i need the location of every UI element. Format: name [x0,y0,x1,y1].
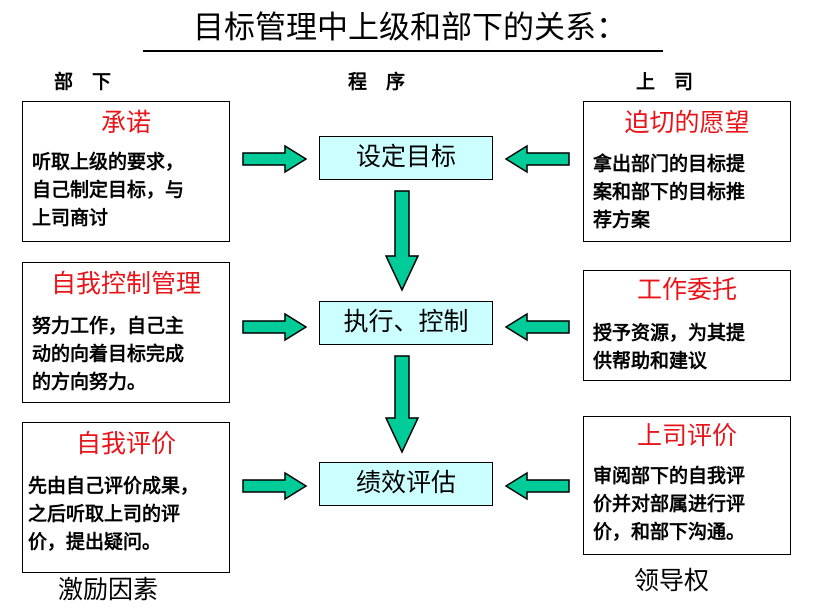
body-line: 供帮助和建议 [593,350,708,372]
right-box-body: 授予资源，为其提 供帮助和建议 [593,319,784,375]
body-line: 先由自己评价成果， [28,475,200,497]
arrow-left-icon [504,312,570,342]
body-line: 听取上级的要求， [32,151,185,173]
step-performance-evaluation: 绩效评估 [319,462,493,506]
right-box-delegation: 工作委托 授予资源，为其提 供帮助和建议 [583,270,791,381]
header-procedure: 程 序 [348,71,406,93]
arrow-left-icon [504,144,570,174]
body-line: 努力工作，自己主 [32,315,185,337]
arrow-down-icon [384,190,420,292]
left-box-self-control: 自我控制管理 努力工作，自己主 动的向着目标完成 的方向努力。 [22,262,230,403]
body-line: 上司商讨 [32,207,109,229]
left-box-title: 承诺 [100,108,151,137]
body-line: 价，和部下沟通。 [593,521,746,543]
body-line: 案和部下的目标推 [593,181,746,203]
title-underline [143,50,663,52]
right-box-body: 拿出部门的目标提 案和部下的目标推 荐方案 [593,150,784,234]
page-title: 目标管理中上级和部下的关系： [193,10,627,46]
right-box-title: 上司评价 [636,421,737,450]
body-line: 价并对部属进行评 [593,493,746,515]
body-line: 的方向努力。 [32,371,147,393]
body-line: 之后听取上司的评 [28,503,181,525]
footer-motivation: 激励因素 [58,575,159,604]
body-line: 动的向着目标完成 [32,343,185,365]
body-line: 授予资源，为其提 [593,322,746,344]
body-line: 荐方案 [593,209,651,231]
right-box-title: 迫切的愿望 [624,108,750,137]
arrow-right-icon [242,144,308,174]
header-superior: 上 司 [636,71,694,93]
right-box-desire: 迫切的愿望 拿出部门的目标提 案和部下的目标推 荐方案 [583,101,791,242]
right-box-title: 工作委托 [636,275,737,304]
body-line: 拿出部门的目标提 [593,153,746,175]
step-set-goals: 设定目标 [319,136,493,180]
right-box-evaluation: 上司评价 审阅部下的自我评 价并对部属进行评 价，和部下沟通。 [583,416,791,555]
body-line: 价，提出疑问。 [28,531,162,553]
left-box-body: 听取上级的要求， 自己制定目标，与 上司商讨 [32,148,223,232]
arrow-right-icon [242,471,308,501]
left-box-commitment: 承诺 听取上级的要求， 自己制定目标，与 上司商讨 [22,101,230,242]
left-box-title: 自我控制管理 [50,269,201,298]
arrow-right-icon [242,312,308,342]
body-line: 审阅部下的自我评 [593,465,746,487]
arrow-left-icon [504,471,570,501]
left-box-title: 自我评价 [75,429,176,458]
header-subordinate: 部 下 [54,71,112,93]
right-box-body: 审阅部下的自我评 价并对部属进行评 价，和部下沟通。 [593,462,784,546]
step-execute-control: 执行、控制 [319,301,493,345]
footer-leadership: 领导权 [634,566,710,595]
left-box-self-evaluation: 自我评价 先由自己评价成果， 之后听取上司的评 价，提出疑问。 [22,422,230,573]
body-line: 自己制定目标，与 [32,179,185,201]
left-box-body: 努力工作，自己主 动的向着目标完成 的方向努力。 [32,312,223,396]
arrow-down-icon [384,355,420,454]
left-box-body: 先由自己评价成果， 之后听取上司的评 价，提出疑问。 [28,472,227,556]
